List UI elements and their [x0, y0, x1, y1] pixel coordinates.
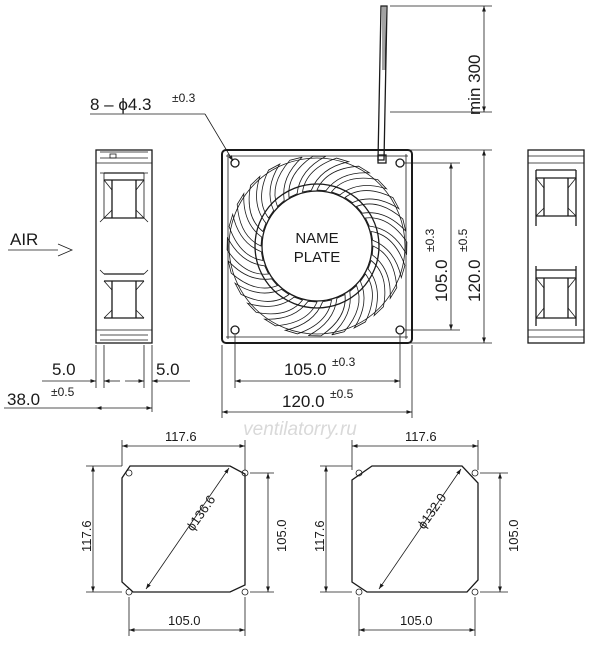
right-side-view	[527, 149, 585, 344]
frame-h-tol: ±0.5	[456, 228, 470, 252]
impeller-blade	[226, 237, 270, 275]
impeller-blade	[227, 260, 279, 289]
cutout-2-right-dim: 105.0	[506, 519, 521, 552]
hole-callout: 8 – ϕ4.3 ±0.3	[90, 91, 234, 162]
mount-hole-icon	[395, 158, 405, 168]
impeller-blade	[355, 203, 407, 232]
impeller-blade	[353, 273, 373, 329]
impeller-blade	[228, 212, 264, 261]
impeller-blade	[330, 177, 388, 196]
mount-hole-icon	[395, 325, 405, 335]
impeller-blade	[308, 293, 346, 337]
impeller-blade	[248, 175, 267, 233]
name-plate-line-1: NAME	[295, 230, 338, 247]
depth-total: 38.0	[7, 390, 40, 409]
panel-cutout-2: 117.6 117.6 105.0 105.0 ϕ132.0	[312, 429, 521, 636]
depth-side-b: 5.0	[156, 360, 180, 379]
impeller-blade	[236, 192, 263, 247]
fan-front-view: NAME PLATE	[221, 5, 413, 344]
name-plate-line-2: PLATE	[294, 249, 340, 266]
mount-hole-icon	[230, 158, 240, 168]
cutout-hole-icon	[471, 588, 479, 596]
hole-pitch-h: 105.0	[284, 360, 327, 379]
cutout-2-top-dim: 117.6	[405, 429, 437, 444]
impeller-blade	[274, 156, 303, 208]
impeller-blades	[226, 155, 408, 337]
impeller-blade	[246, 296, 304, 315]
cutout-hole-icon	[125, 588, 133, 596]
impeller-blade	[364, 217, 408, 255]
panel-cutout-1: 117.6 117.6 105.0 105.0 ϕ136.6	[79, 429, 289, 636]
hole-callout-tol: ±0.3	[172, 91, 196, 105]
impeller-blade	[234, 282, 290, 302]
frame-w-tol: ±0.5	[330, 387, 354, 401]
cutout-1-top-dim: 117.6	[165, 429, 197, 444]
cutout-1-right-dim: 105.0	[274, 519, 289, 552]
cutout-hole-icon	[471, 469, 479, 477]
impeller-blade	[370, 231, 406, 280]
cutout-hole-icon	[125, 469, 133, 477]
left-side-view	[95, 149, 153, 344]
impeller-blade	[263, 300, 318, 327]
air-flow-indicator: AIR	[8, 230, 74, 257]
cutout-1-bottom-dim: 105.0	[168, 613, 201, 628]
mount-hole-icon	[230, 325, 240, 335]
cutout-hole-icon	[355, 588, 363, 596]
frame-h: 120.0	[465, 259, 484, 302]
impeller-blade	[316, 165, 371, 192]
impeller-blade	[288, 155, 326, 199]
air-label: AIR	[10, 230, 38, 249]
cutout-2-bottom-dim: 105.0	[400, 613, 433, 628]
impeller-blade	[283, 299, 332, 335]
cutout-1-side-dim: 117.6	[79, 520, 94, 552]
cutout-2-side-dim: 117.6	[312, 520, 327, 552]
front-height-dimensions: 105.0 ±0.3 120.0 ±0.5	[402, 149, 492, 344]
impeller-blade	[344, 190, 400, 210]
cutout-1-diameter: ϕ136.6	[183, 493, 218, 534]
depth-side-a: 5.0	[52, 360, 76, 379]
depth-dimensions: 5.0 5.0 38.0 ±0.5	[4, 345, 190, 412]
depth-total-tol: ±0.5	[51, 385, 75, 399]
front-width-dimensions: 105.0 ±0.3 120.0 ±0.5	[221, 335, 413, 418]
frame-w: 120.0	[282, 392, 325, 411]
watermark: ventilatorry.ru	[243, 419, 357, 440]
hole-pitch-v: 105.0	[432, 259, 451, 302]
impeller-blade	[331, 284, 360, 336]
impeller-blade	[367, 259, 386, 317]
hole-pitch-h-tol: ±0.3	[332, 355, 356, 369]
cutout-hole-icon	[241, 588, 249, 596]
lead-length-dimension: min 300	[390, 5, 492, 115]
cutout-2-diameter: ϕ132.0	[414, 491, 449, 532]
lead-length-label: min 300	[465, 55, 484, 115]
hole-callout-label: 8 – ϕ4.3	[90, 95, 152, 114]
hole-pitch-v-tol: ±0.3	[423, 228, 437, 252]
impeller-blade	[261, 163, 281, 219]
impeller-blade	[302, 157, 351, 193]
cutout-hole-icon	[355, 469, 363, 477]
impeller-blade	[371, 245, 398, 300]
